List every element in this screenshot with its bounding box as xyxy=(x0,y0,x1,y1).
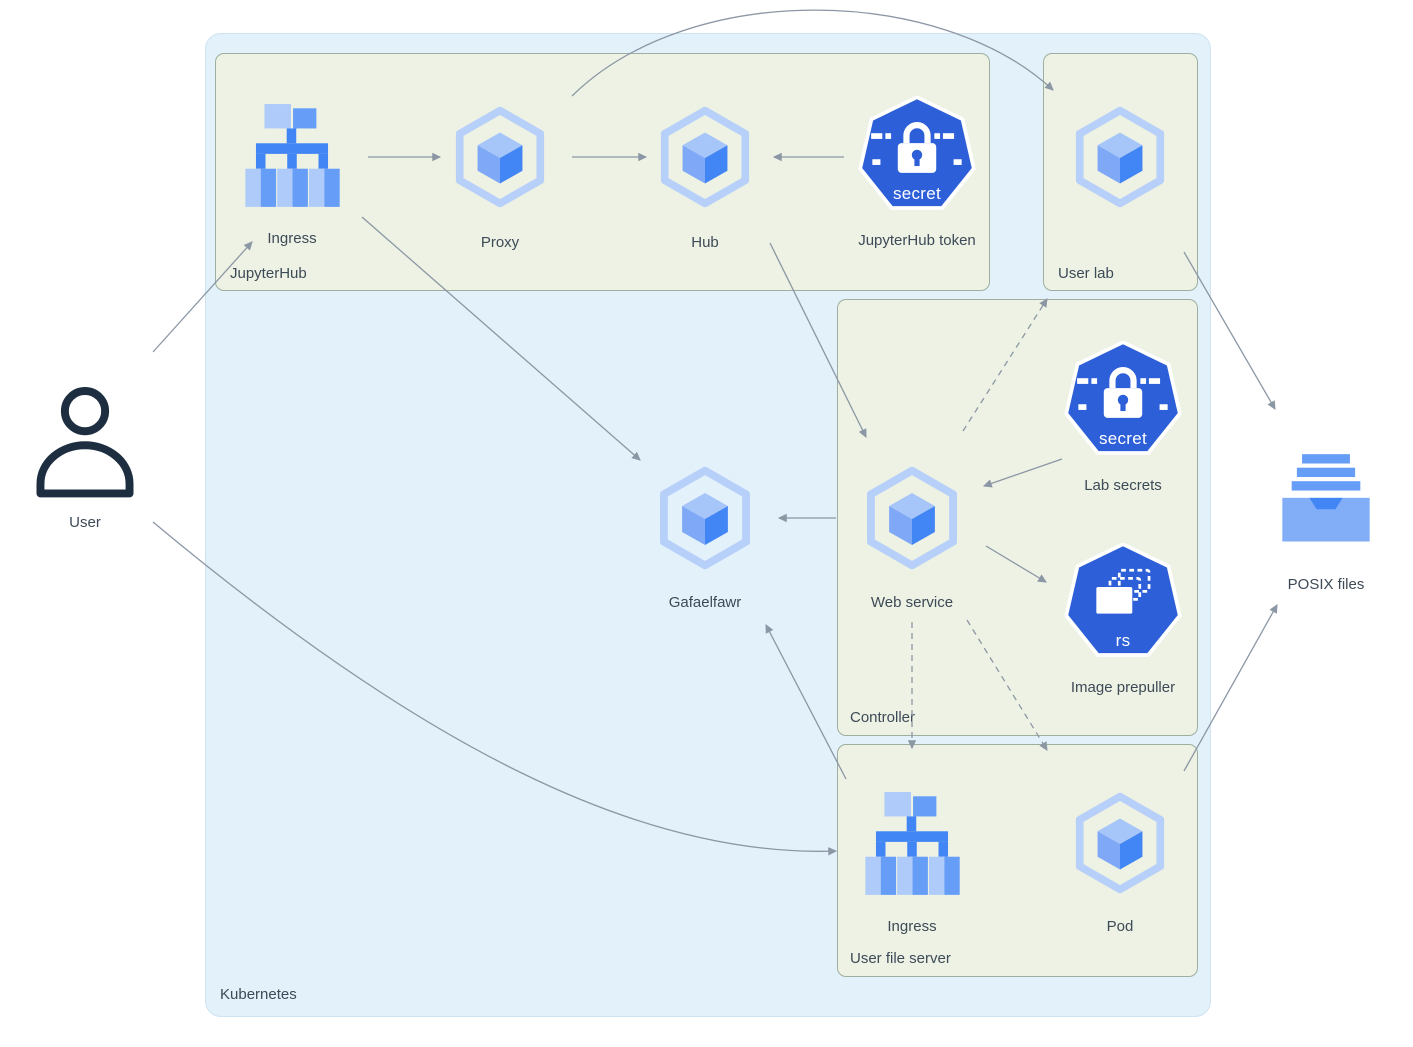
node-posix-files-label: POSIX files xyxy=(1287,576,1365,593)
node-user-label: User xyxy=(69,514,101,531)
node-proxy-label: Proxy xyxy=(480,234,520,251)
person-icon xyxy=(24,378,146,504)
kubernetes-pod-icon xyxy=(449,106,551,208)
kubernetes-pod-icon xyxy=(654,106,756,208)
kubernetes-pod-icon xyxy=(1069,792,1171,894)
node-jupyterhub-token: secret JupyterHub token xyxy=(827,96,1007,249)
node-proxy: Proxy xyxy=(415,106,585,251)
node-jupyterhub-ingress-label: Ingress xyxy=(267,230,317,247)
ingress-icon xyxy=(239,100,345,212)
rs-badge: rs xyxy=(1115,631,1131,650)
node-gafaelfawr-label: Gafaelfawr xyxy=(668,594,742,611)
node-file-server-ingress: Ingress xyxy=(827,788,997,935)
node-image-prepuller-label: Image prepuller xyxy=(1070,679,1176,696)
user-lab-group-label: User lab xyxy=(1058,265,1114,282)
node-hub-label: Hub xyxy=(691,234,719,251)
user-file-server-group-label: User file server xyxy=(850,950,951,967)
secret-icon: secret xyxy=(855,96,979,220)
node-lab-secrets: secret Lab secrets xyxy=(1033,341,1213,494)
node-web-service: Web service xyxy=(827,466,997,611)
jupyterhub-group-label: JupyterHub xyxy=(230,265,307,282)
node-user-lab-pod xyxy=(1035,106,1205,208)
node-jupyterhub-token-label: JupyterHub token xyxy=(858,232,976,249)
node-user: User xyxy=(0,378,170,531)
secret-badge: secret xyxy=(892,184,942,203)
node-file-server-ingress-label: Ingress xyxy=(887,918,937,935)
node-lab-secrets-label: Lab secrets xyxy=(1084,477,1162,494)
secret-badge: secret xyxy=(1098,429,1148,448)
replicaset-icon: rs xyxy=(1061,543,1185,667)
secret-icon: secret xyxy=(1061,341,1185,465)
kubernetes-pod-icon xyxy=(860,466,964,570)
node-file-server-pod: Pod xyxy=(1035,792,1205,935)
node-gafaelfawr: Gafaelfawr xyxy=(620,466,790,611)
node-image-prepuller: rs Image prepuller xyxy=(1033,543,1213,696)
node-file-server-pod-label: Pod xyxy=(1106,918,1134,935)
kubernetes-pod-icon xyxy=(653,466,757,570)
kubernetes-group-label: Kubernetes xyxy=(220,986,297,1003)
ingress-icon xyxy=(859,788,965,900)
node-hub: Hub xyxy=(620,106,790,251)
node-posix-files: POSIX files xyxy=(1241,450,1411,593)
node-web-service-label: Web service xyxy=(870,594,954,611)
kubernetes-pod-icon xyxy=(1069,106,1171,208)
controller-group-label: Controller xyxy=(850,709,916,726)
node-jupyterhub-ingress: Ingress xyxy=(207,100,377,247)
file-tray-icon xyxy=(1268,450,1384,554)
